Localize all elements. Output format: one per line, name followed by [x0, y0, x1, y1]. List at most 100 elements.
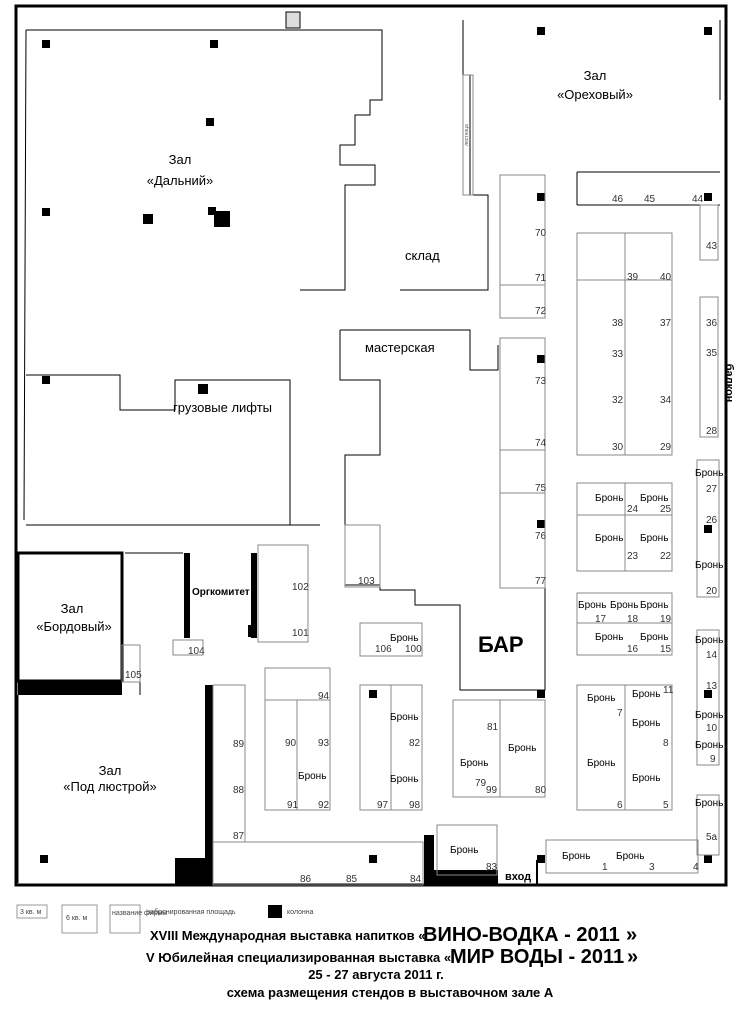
stand-number-77: 77 [535, 576, 547, 587]
reserved-stand-label: Бронь [632, 689, 660, 700]
reserved-stand-label: Бронь [587, 758, 615, 769]
stand-number-101: 101 [292, 628, 309, 639]
stand-number-34: 34 [660, 395, 672, 406]
reserved-stand-label: Бронь [390, 712, 418, 723]
stand-number-90: 90 [285, 738, 297, 749]
stand-number-40: 40 [660, 272, 672, 283]
reserved-stand-label: Бронь [640, 533, 668, 544]
stand-number-43: 43 [706, 241, 718, 252]
stand-number-37: 37 [660, 318, 672, 329]
footer-line1-big: ВИНО-ВОДКА - 2011 [423, 924, 620, 946]
stand-number-7: 7 [617, 708, 623, 719]
stand-number-73: 73 [535, 376, 547, 387]
reserved-stand-label: Бронь [508, 743, 536, 754]
reserved-stand-label: Бронь [578, 600, 606, 611]
stand-number-70: 70 [535, 228, 547, 239]
stand-number-26: 26 [706, 515, 718, 526]
label-stairs: лестница [464, 124, 470, 146]
stand-number-84: 84 [410, 874, 422, 885]
stand-number-28: 28 [706, 426, 718, 437]
reserved-stand-label: Бронь [595, 632, 623, 643]
stand-number-88: 88 [233, 785, 245, 796]
label-workshop: мастерская [365, 340, 435, 355]
stand-number-75: 75 [535, 483, 547, 494]
stand-number-8: 8 [663, 738, 669, 749]
room-bordeaux-line2: «Бордовый» [36, 619, 111, 634]
stand-number-19: 19 [660, 614, 672, 625]
reserved-stand-label: Бронь [695, 798, 723, 809]
wall-solid [18, 681, 122, 695]
reserved-stand-label: Бронь [632, 773, 660, 784]
stand-number-5: 5 [663, 800, 669, 811]
reserved-stand-label: Бронь [695, 468, 723, 479]
reserved-stand-label: Бронь [390, 633, 418, 644]
stand-number-16: 16 [627, 644, 639, 655]
stand-number-30: 30 [612, 442, 624, 453]
storage-wall [400, 194, 489, 291]
reserved-stand-label: Бронь [616, 851, 644, 862]
footer-line2-big: МИР ВОДЫ - 2011 [450, 946, 624, 968]
stand-number-11: 11 [663, 685, 674, 696]
room-far-line1: Зал [169, 152, 192, 167]
stand-number-86: 86 [300, 874, 312, 885]
stand-number-85: 85 [346, 874, 358, 885]
stand-number-18: 18 [627, 614, 639, 625]
reserved-stand-label: Бронь [595, 533, 623, 544]
reserved-stand-label: Бронь [695, 635, 723, 646]
reserved-stand-label: Бронь [460, 758, 488, 769]
legend-company: название фирмы [112, 910, 167, 917]
org-wall [184, 553, 190, 638]
stand-number-82: 82 [409, 738, 421, 749]
stand-number-46: 46 [612, 194, 624, 205]
stand-number-104: 104 [188, 646, 205, 657]
stand-number-93: 93 [318, 738, 330, 749]
reserved-stand-label: Бронь [695, 710, 723, 721]
stand-number-105: 105 [125, 670, 142, 681]
reserved-stand-label: Бронь [695, 560, 723, 571]
legend [16, 904, 141, 934]
entrance-wall [424, 835, 434, 885]
workshop-wall [340, 329, 499, 371]
stand-number-1: 1 [602, 862, 608, 873]
stand-number-25: 25 [660, 504, 672, 515]
footer-line2-prefix: V Юбилейная специализированная выставка … [146, 950, 451, 965]
stand-number-81: 81 [487, 722, 499, 733]
footer-line2-suffix: » [627, 946, 638, 968]
stand-number-23: 23 [627, 551, 639, 562]
room-walnut-line1: Зал [584, 68, 607, 83]
footer-line1-prefix: XVIII Международная выставка напитков « [150, 928, 426, 943]
stand-number-13: 13 [706, 681, 718, 692]
stand-number-22: 22 [660, 551, 672, 562]
stand-number-9: 9 [710, 754, 716, 765]
stand-number-24: 24 [627, 504, 639, 515]
stand-number-100: 100 [405, 644, 422, 655]
stand-number-80: 80 [535, 785, 547, 796]
stands [121, 174, 720, 886]
label-bar: БАР [478, 632, 524, 657]
legend-reserved: забронированная площадь [147, 908, 236, 916]
legend-column: колонна [287, 909, 314, 916]
reserved-stand-label: Бронь [595, 493, 623, 504]
stand-number-83: 83 [486, 862, 498, 873]
stand-number-76: 76 [535, 531, 547, 542]
legend-column-swatch [268, 905, 282, 918]
stand-number-3: 3 [649, 862, 655, 873]
stand-number-27: 27 [706, 484, 718, 495]
stand-number-33: 33 [612, 349, 624, 360]
stand-number-97: 97 [377, 800, 389, 811]
elevator-wall [26, 374, 291, 525]
reserved-stand-label: Бронь [640, 600, 668, 611]
stand-number-98: 98 [409, 800, 421, 811]
stand-number-15: 15 [660, 644, 672, 655]
columns [40, 27, 712, 863]
label-balcony: балкон [723, 364, 735, 403]
stand-number-35: 35 [706, 348, 718, 359]
stand-number-102: 102 [292, 582, 309, 593]
reserved-stand-label: Бронь [610, 600, 638, 611]
room-far-line2: «Дальний» [147, 173, 214, 188]
reserved-stand-label: Бронь [390, 774, 418, 785]
stand-number-14: 14 [706, 650, 718, 661]
